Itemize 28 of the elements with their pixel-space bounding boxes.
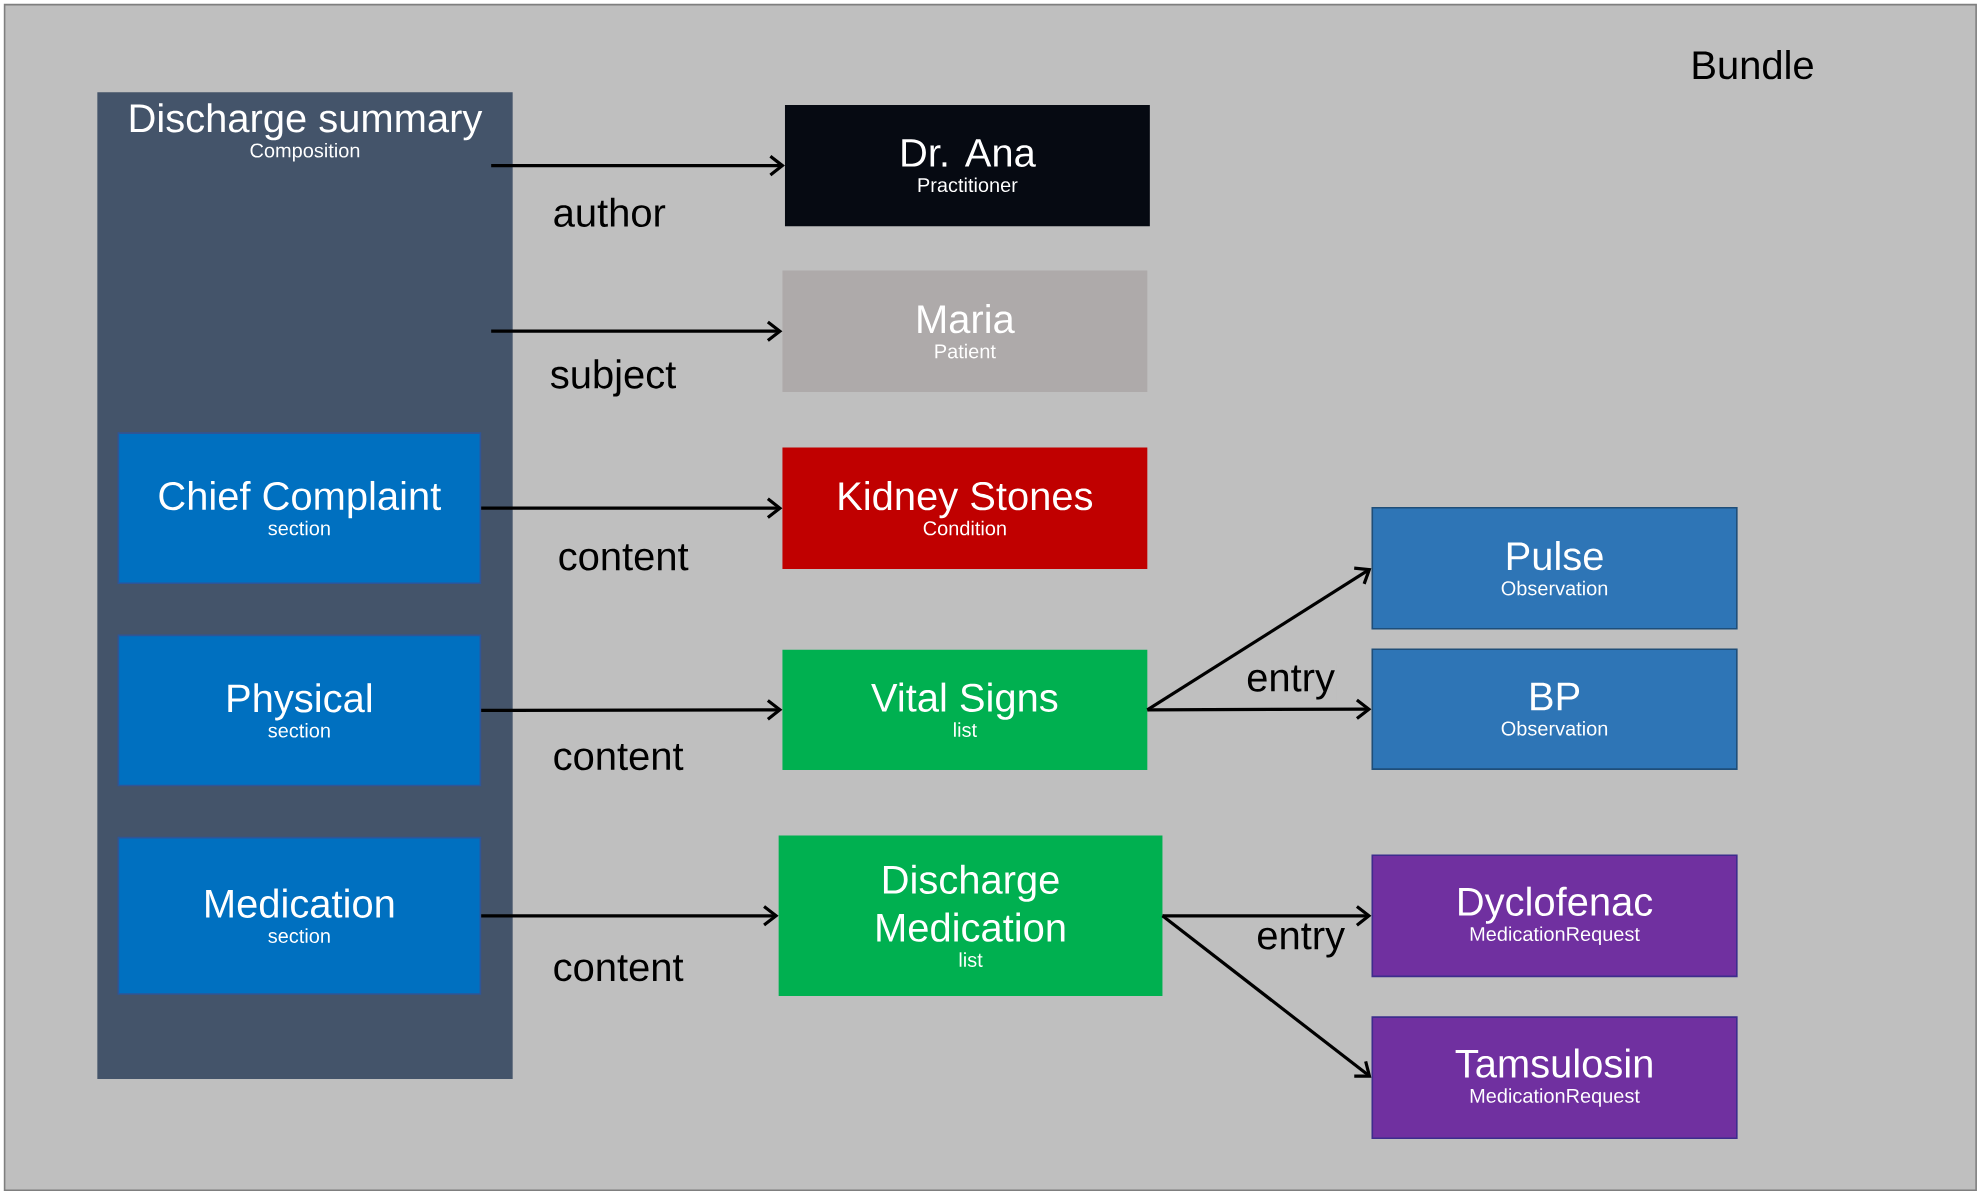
edge-label: subject: [548, 358, 678, 399]
resource-box: Tamsulosin MedicationRequest: [1371, 1016, 1738, 1140]
edge-label: content: [551, 954, 685, 983]
section-box: Chief Complaint section: [117, 432, 482, 585]
arrow: [491, 320, 783, 343]
edge-label: content: [556, 543, 690, 573]
edge-label: entry: [1255, 922, 1347, 960]
section-box: Medication section: [117, 837, 482, 996]
arrow: [481, 699, 783, 721]
edge-label: content: [551, 743, 685, 772]
resource-box: Kidney Stones Condition: [782, 447, 1148, 570]
arrow: [1146, 566, 1372, 712]
resource-box: Pulse Observation: [1371, 507, 1738, 630]
resource-box: Dyclofenac MedicationRequest: [1371, 854, 1738, 978]
resource-box: BP Observation: [1371, 648, 1738, 771]
resource-box: Dr. Ana Practitioner: [784, 105, 1150, 227]
arrow: [491, 155, 785, 177]
arrow: [1162, 905, 1372, 927]
arrow: [481, 497, 783, 519]
arrow: [1161, 914, 1372, 1078]
resource-box: Maria Patient: [782, 270, 1148, 393]
section-box: Physical section: [117, 634, 482, 787]
arrow: [1147, 698, 1372, 721]
arrow: [481, 905, 779, 927]
edge-label: entry: [1244, 664, 1337, 702]
resource-box: Vital Signs list: [782, 649, 1148, 771]
edge-label: author: [551, 196, 668, 229]
resource-box: Discharge Medication list: [778, 835, 1163, 997]
